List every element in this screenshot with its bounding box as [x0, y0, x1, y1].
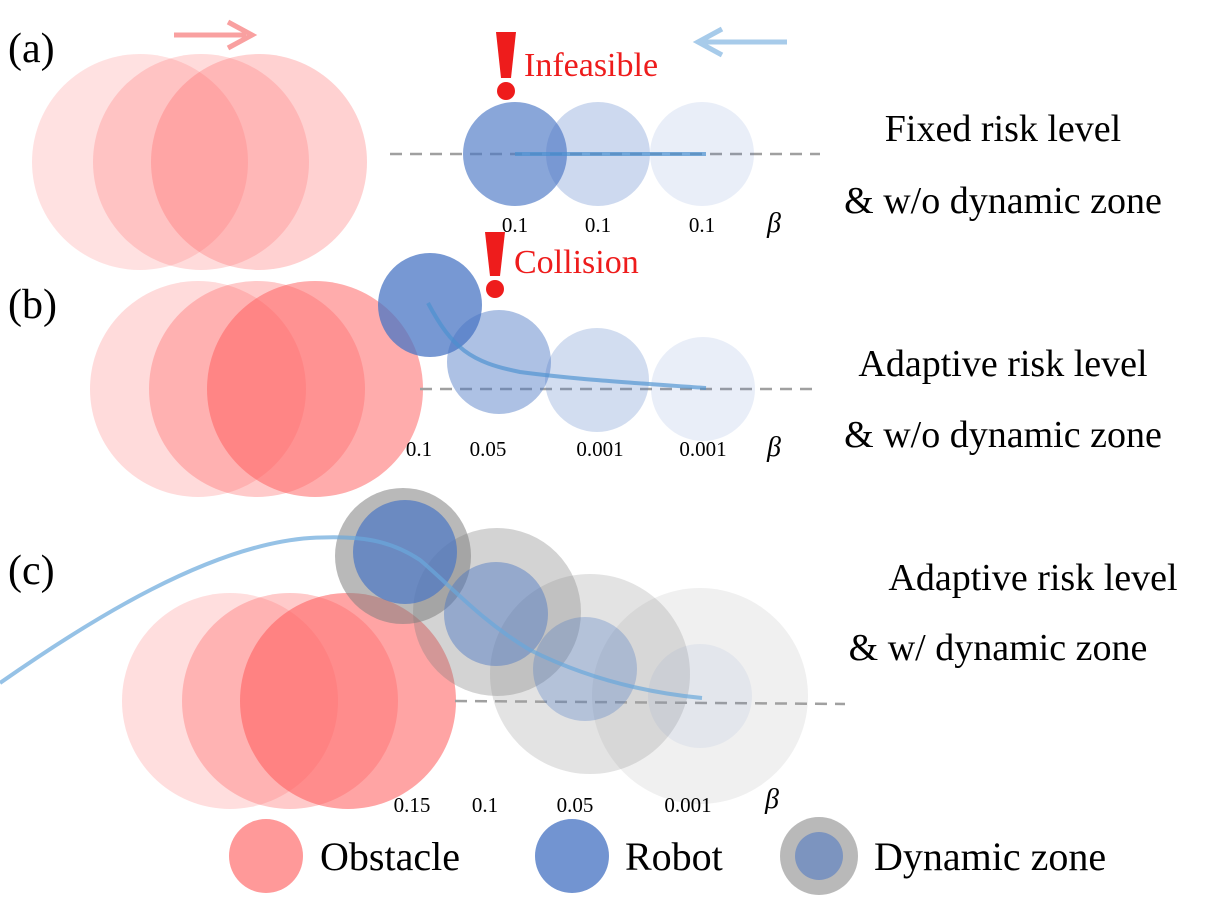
legend-zone-label: Dynamic zone	[874, 834, 1106, 879]
warning-icon	[485, 232, 505, 298]
panel-label-a: (a)	[8, 26, 55, 72]
caption-line-1: Adaptive risk level	[888, 557, 1177, 599]
obstacle-circle	[151, 54, 367, 270]
robot-direction-arrow	[692, 26, 787, 58]
panel-label-b: (b)	[8, 282, 57, 328]
beta-value: 0.001	[664, 793, 711, 817]
robot-path	[0, 535, 703, 700]
legend-robot-swatch	[535, 819, 609, 893]
beta-value: 0.1	[585, 213, 611, 237]
beta-value: 0.05	[470, 437, 507, 461]
beta-value: 0.1	[502, 213, 528, 237]
beta-value: 0.001	[679, 437, 726, 461]
beta-value: 0.1	[689, 213, 715, 237]
beta-symbol: β	[766, 432, 781, 463]
beta-value: 0.001	[576, 437, 623, 461]
legend-obstacle-swatch	[229, 819, 303, 893]
caption-line-1: Adaptive risk level	[858, 343, 1147, 385]
beta-value: 0.1	[406, 437, 432, 461]
warning-collision: Collision	[514, 244, 639, 281]
obstacle-circle	[32, 54, 248, 270]
legend-obstacle-label: Obstacle	[320, 834, 460, 879]
panel-c: (c) 0.15 0.1 0.05 0.001 β Adaptive risk …	[0, 488, 1178, 817]
beta-symbol: β	[766, 208, 781, 239]
legend-robot-label: Robot	[625, 834, 723, 879]
warning-infeasible: Infeasible	[524, 47, 658, 84]
obstacle-circle	[93, 54, 309, 270]
panel-label-c: (c)	[8, 548, 55, 594]
robot-circle	[447, 310, 551, 414]
caption-line-1: Fixed risk level	[885, 108, 1121, 150]
caption-line-2: & w/o dynamic zone	[844, 180, 1162, 222]
obstacle-direction-arrow	[174, 19, 258, 51]
legend: Obstacle Robot Dynamic zone	[229, 817, 1106, 895]
caption-line-2: & w/o dynamic zone	[844, 414, 1162, 456]
beta-value: 0.05	[557, 793, 594, 817]
warning-icon	[496, 32, 516, 100]
obstacle-circle	[240, 593, 456, 809]
obstacle-circle	[207, 281, 423, 497]
robot-circle	[533, 617, 637, 721]
beta-value: 0.15	[394, 793, 431, 817]
legend-zone-robot-swatch	[795, 832, 843, 880]
panel-a: (a) Infeasible 0.1 0.1 0.1	[8, 19, 1162, 270]
robot-path	[426, 302, 707, 390]
robot-circle	[444, 562, 548, 666]
caption-line-2: & w/ dynamic zone	[849, 627, 1148, 669]
beta-value: 0.1	[472, 793, 498, 817]
reference-line	[454, 699, 846, 706]
panel-b: (b) Collision 0.1 0.05 0.001 0.001 β Ada…	[8, 232, 1162, 497]
beta-symbol: β	[764, 784, 779, 815]
